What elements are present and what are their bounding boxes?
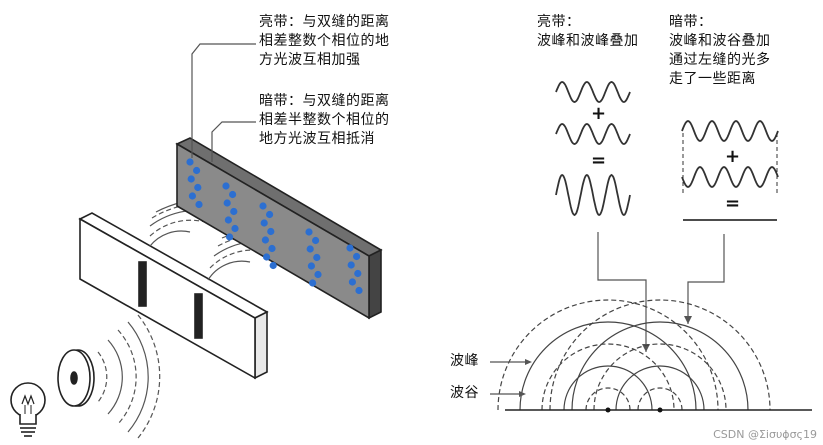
slit-source-left [605, 407, 611, 413]
fringe-dot [229, 190, 237, 199]
right-dark-line-1: 暗带： [669, 14, 713, 30]
fringe-dot [222, 182, 230, 190]
bright-line-3: 方光波互相加强 [259, 52, 361, 68]
fringe-dot [353, 252, 361, 261]
label-pointer-lines [191, 43, 256, 162]
fringe-dot [263, 253, 271, 261]
fringe-dot [224, 216, 232, 224]
dark-line-3: 地方光波互相抵消 [259, 131, 375, 147]
bright-wave-2 [555, 123, 631, 145]
right-bright-line-1: 亮带： [537, 14, 581, 30]
dark-wave-1 [681, 120, 779, 142]
plus-symbol-dark: + [725, 146, 741, 167]
plus-symbol-bright: + [591, 103, 607, 124]
fringe-dot [260, 219, 268, 227]
wavefront-arc [549, 299, 771, 411]
bright-fringe-label: 亮带：与双缝的距离 相差整数个相位的地 方光波互相加强 [259, 13, 390, 70]
right-bright-label: 亮带： 波峰和波峰叠加 [537, 13, 639, 51]
bright-line-2: 相差整数个相位的地 [259, 33, 390, 49]
wavefront-arc [637, 387, 683, 411]
wavefront-arc [593, 343, 727, 411]
fringe-dot [347, 261, 355, 269]
right-bright-line-2: 波峰和波峰叠加 [537, 33, 639, 49]
dark-line-2: 相差半整数个相位的 [259, 112, 390, 128]
fringe-dot [194, 183, 202, 192]
superposition-waves [555, 81, 779, 217]
bright-sum-wave [555, 173, 631, 217]
watermark: CSDN @Σiσυϕσς19 [713, 428, 817, 441]
fringe-dot [268, 244, 276, 253]
fringe-dot [354, 269, 362, 278]
fringe-dot [188, 192, 196, 200]
fringe-dot [261, 236, 269, 244]
right-dark-label: 暗带： 波峰和波谷叠加 通过左缝的光多 走了一些距离 [669, 13, 771, 89]
equals-symbol-dark: = [725, 193, 741, 214]
wavefront-arc [563, 365, 653, 411]
fringe-dot [312, 236, 320, 245]
crest-label: 波峰 [450, 353, 479, 369]
right-dark-line-4: 走了一些距离 [669, 71, 756, 87]
wavefront-arc [571, 321, 749, 411]
single-slit-waves [97, 314, 161, 439]
fringe-dot [266, 210, 274, 219]
fringe-dot [348, 278, 356, 286]
wavefront-arc [585, 387, 631, 411]
trough-label: 波谷 [450, 385, 479, 401]
bright-line-1: 亮带：与双缝的距离 [259, 14, 390, 30]
fringe-dot [259, 202, 267, 210]
fringe-dot [223, 199, 231, 207]
fringe-dot [187, 175, 195, 183]
wavefront-arc [615, 365, 705, 411]
connector-lines [597, 232, 725, 352]
bright-wave-1 [555, 81, 631, 103]
fringe-dot [309, 279, 317, 287]
fringe-dot [306, 245, 314, 253]
fringe-dot [305, 228, 313, 236]
fringe-dot [267, 227, 275, 236]
light-bulb-icon [10, 382, 46, 437]
fringe-dot [355, 286, 363, 295]
wavefront-arc [541, 343, 675, 411]
fringe-dot [230, 207, 238, 216]
fringe-dot [269, 261, 277, 270]
slit-source-right [657, 407, 663, 413]
fringe-dot [226, 233, 234, 241]
wave-label-arrows [490, 361, 528, 395]
right-dark-line-2: 波峰和波谷叠加 [669, 33, 771, 49]
wavefront-arc [497, 299, 719, 411]
interference-wavefronts [497, 299, 771, 411]
fringe-dot [231, 224, 239, 233]
dark-wave-2 [681, 166, 779, 188]
fringe-dot [193, 166, 201, 175]
fringe-dot [195, 200, 203, 209]
dark-line-1: 暗带：与双缝的距离 [259, 93, 390, 109]
dark-fringe-label: 暗带：与双缝的距离 相差半整数个相位的 地方光波互相抵消 [259, 92, 390, 149]
fringe-dot [346, 244, 354, 252]
equals-symbol-bright: = [591, 150, 607, 171]
fringe-dot [314, 270, 322, 279]
fringe-dot [186, 158, 194, 166]
fringe-dot [307, 262, 315, 270]
wavefront-arc [519, 321, 697, 411]
single-slit-disc [57, 349, 95, 407]
double-slit-plate [78, 212, 269, 380]
fringe-dot [313, 253, 321, 262]
interference-fringes [186, 158, 363, 295]
right-dark-line-3: 通过左缝的光多 [669, 52, 771, 68]
